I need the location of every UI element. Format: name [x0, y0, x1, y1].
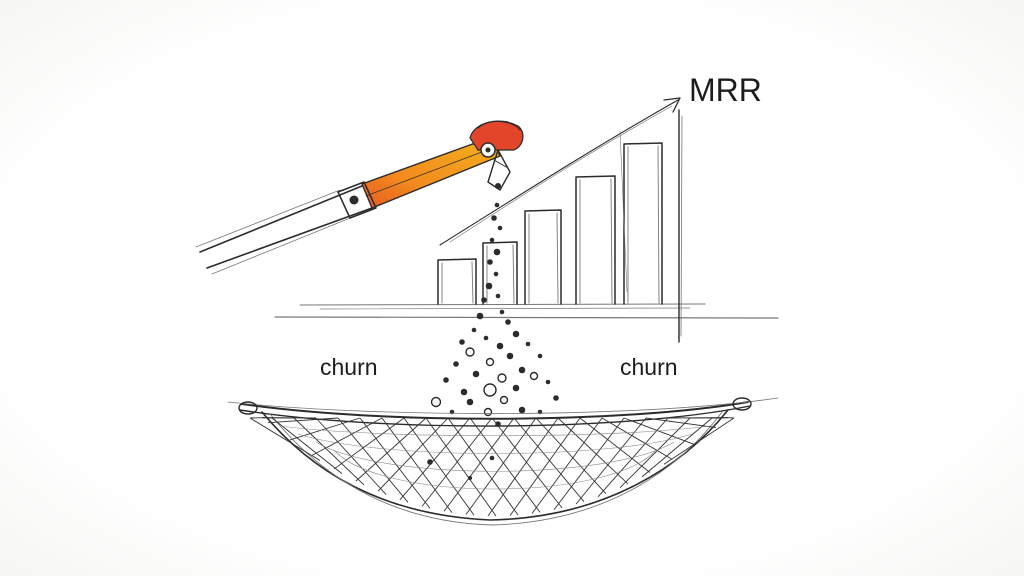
- bar-1: [437, 258, 477, 305]
- particle: [518, 406, 526, 414]
- net-strand: [663, 417, 735, 465]
- particle: [453, 361, 459, 367]
- particle: [489, 237, 495, 243]
- net-strand: [465, 417, 537, 515]
- particle: [485, 282, 493, 290]
- particle: [529, 371, 539, 381]
- net-strand: [469, 417, 541, 513]
- falling-particles-icon: [427, 202, 559, 481]
- net-strand: [267, 417, 339, 424]
- particle: [489, 455, 495, 461]
- particle: [472, 370, 480, 378]
- lever-arm-icon: [195, 120, 524, 275]
- net-strand: [531, 417, 603, 514]
- net-strand: [297, 433, 693, 454]
- net-strand: [509, 417, 581, 516]
- safety-net-icon: [227, 397, 779, 526]
- net-strand: [399, 417, 471, 500]
- bar-5: [619, 130, 663, 305]
- particle: [476, 312, 484, 320]
- net-strand: [271, 417, 343, 474]
- net-strand: [333, 449, 657, 490]
- particle: [483, 407, 493, 417]
- particle: [459, 339, 465, 345]
- mrr-label: MRR: [689, 72, 762, 108]
- particle: [485, 357, 495, 367]
- net-mesh: [249, 417, 735, 517]
- net-strand: [487, 417, 559, 517]
- particle: [481, 297, 487, 303]
- net-strand: [403, 417, 475, 516]
- particle: [537, 353, 543, 359]
- net-strand: [447, 417, 519, 516]
- net-strand: [619, 417, 691, 489]
- net-strand: [289, 417, 361, 441]
- particle: [512, 384, 520, 392]
- net-strand: [315, 441, 675, 472]
- particle: [553, 395, 559, 401]
- particle: [518, 366, 526, 374]
- net-strand: [279, 425, 711, 437]
- particle: [512, 330, 520, 338]
- net-strand: [381, 417, 453, 513]
- net-strand: [337, 417, 409, 503]
- particle: [497, 225, 503, 231]
- particle: [487, 259, 493, 265]
- particle: [483, 335, 489, 341]
- particle: [493, 248, 501, 256]
- particle: [471, 327, 477, 333]
- chart-baseline: [274, 303, 779, 319]
- growth-arrow: [439, 97, 681, 246]
- particle: [525, 341, 531, 347]
- bar-4: [575, 175, 616, 305]
- particle: [506, 352, 514, 360]
- particle: [483, 383, 497, 397]
- net-strand: [421, 417, 493, 507]
- particle: [545, 379, 551, 385]
- particle: [505, 319, 511, 325]
- net-strand: [425, 417, 497, 517]
- bar-2: [482, 241, 518, 305]
- net-strand: [443, 417, 515, 512]
- churn-label-right: churn: [620, 354, 678, 380]
- bar-3: [524, 209, 562, 305]
- particle: [495, 293, 501, 299]
- net-strand: [641, 417, 713, 478]
- particle: [443, 377, 449, 383]
- net-strand: [311, 417, 383, 456]
- net-strand: [249, 417, 321, 461]
- particle: [499, 309, 505, 315]
- net-strand: [601, 417, 673, 460]
- particle: [496, 342, 504, 350]
- mrr-bars: [437, 130, 663, 305]
- particle: [430, 396, 442, 408]
- particle: [493, 271, 499, 277]
- particle: [466, 398, 474, 406]
- mrr-axis: [678, 109, 683, 343]
- particle: [465, 347, 475, 357]
- net-strand: [491, 417, 563, 509]
- particle: [460, 388, 468, 396]
- net-strand: [645, 417, 717, 429]
- particle: [491, 215, 497, 221]
- particle: [497, 373, 507, 383]
- churn-label-left: churn: [320, 354, 378, 380]
- net-strand: [377, 417, 449, 492]
- particle: [494, 202, 500, 208]
- net-strand: [553, 417, 625, 510]
- net-strand: [333, 417, 405, 470]
- particle: [499, 395, 509, 405]
